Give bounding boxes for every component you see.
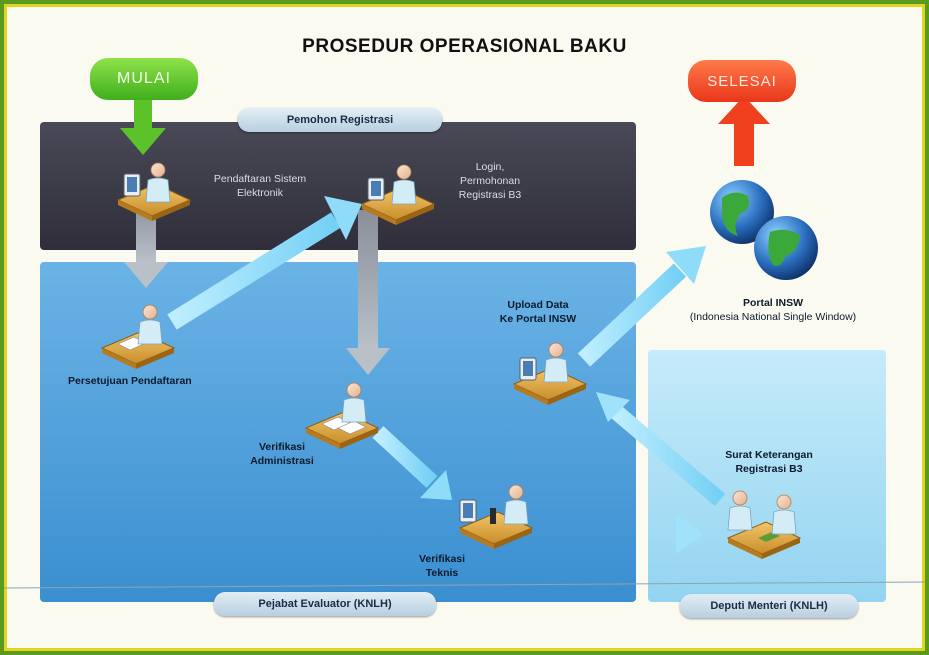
- microscope-icon: [490, 508, 496, 524]
- step-login-line2: Permohonan: [459, 175, 521, 187]
- step-portal-line2: (Indonesia National Single Window): [689, 311, 857, 323]
- step-letter: Surat Keterangan Registrasi B3: [694, 448, 844, 476]
- arrow-admin-to-technical: [372, 426, 452, 500]
- divider-line: [3, 581, 926, 589]
- step-login-line3: Registrasi B3: [458, 189, 522, 201]
- deputy-lane: [648, 350, 886, 602]
- step-letter-line1: Surat Keterangan: [725, 449, 813, 461]
- arrow-letter-to-upload: [596, 392, 726, 507]
- end-node: SELESAI: [688, 60, 796, 102]
- page-title: PROSEDUR OPERASIONAL BAKU: [302, 36, 627, 57]
- arrow-start: [120, 100, 166, 155]
- start-node: MULAI: [90, 58, 198, 100]
- step-portal: Portal INSW (Indonesia National Single W…: [650, 296, 896, 324]
- step-letter-line2: Registrasi B3: [735, 463, 803, 475]
- meeting-letter-icon: [727, 490, 801, 560]
- globe-icon: [710, 180, 818, 280]
- arrow-end: [718, 96, 770, 166]
- workstation-technical-verification-icon: [459, 484, 533, 550]
- lane-label-applicant: Pemohon Registrasi: [238, 108, 442, 132]
- step-login-line1: Login,: [475, 161, 505, 173]
- step-technical-verification: Verifikasi Teknis: [402, 552, 482, 580]
- step-system-registration: Pendaftaran Sistem Elektronik: [213, 173, 307, 199]
- step-portal-line1: Portal INSW: [742, 297, 804, 309]
- lane-label-deputy: Deputi Menteri (KNLH): [680, 594, 858, 618]
- step-upload-line2: Ke Portal INSW: [499, 313, 577, 325]
- arrow-approval-to-login: [167, 196, 362, 330]
- lane-label-evaluator: Pejabat Evaluator (KNLH): [214, 592, 436, 616]
- step-upload: Upload Data Ke Portal INSW: [478, 298, 598, 326]
- step-admin-verification-line1: Verifikasi: [258, 441, 306, 453]
- step-admin-verification-line2: Administrasi: [250, 455, 314, 467]
- step-technical-verification-line2: Teknis: [425, 567, 459, 579]
- step-login: Login, Permohonan Registrasi B3: [430, 160, 550, 202]
- arrow-upload-to-portal: [577, 246, 706, 367]
- arrow-login-to-admin-verification: [346, 210, 390, 375]
- step-upload-line1: Upload Data: [507, 299, 569, 311]
- step-technical-verification-line1: Verifikasi: [418, 553, 466, 565]
- step-admin-verification: Verifikasi Administrasi: [232, 440, 332, 468]
- applicant-lane: [40, 122, 636, 250]
- arrow-technical-to-letter: [532, 514, 704, 554]
- step-registration-approval: Persetujuan Pendaftaran: [68, 375, 192, 387]
